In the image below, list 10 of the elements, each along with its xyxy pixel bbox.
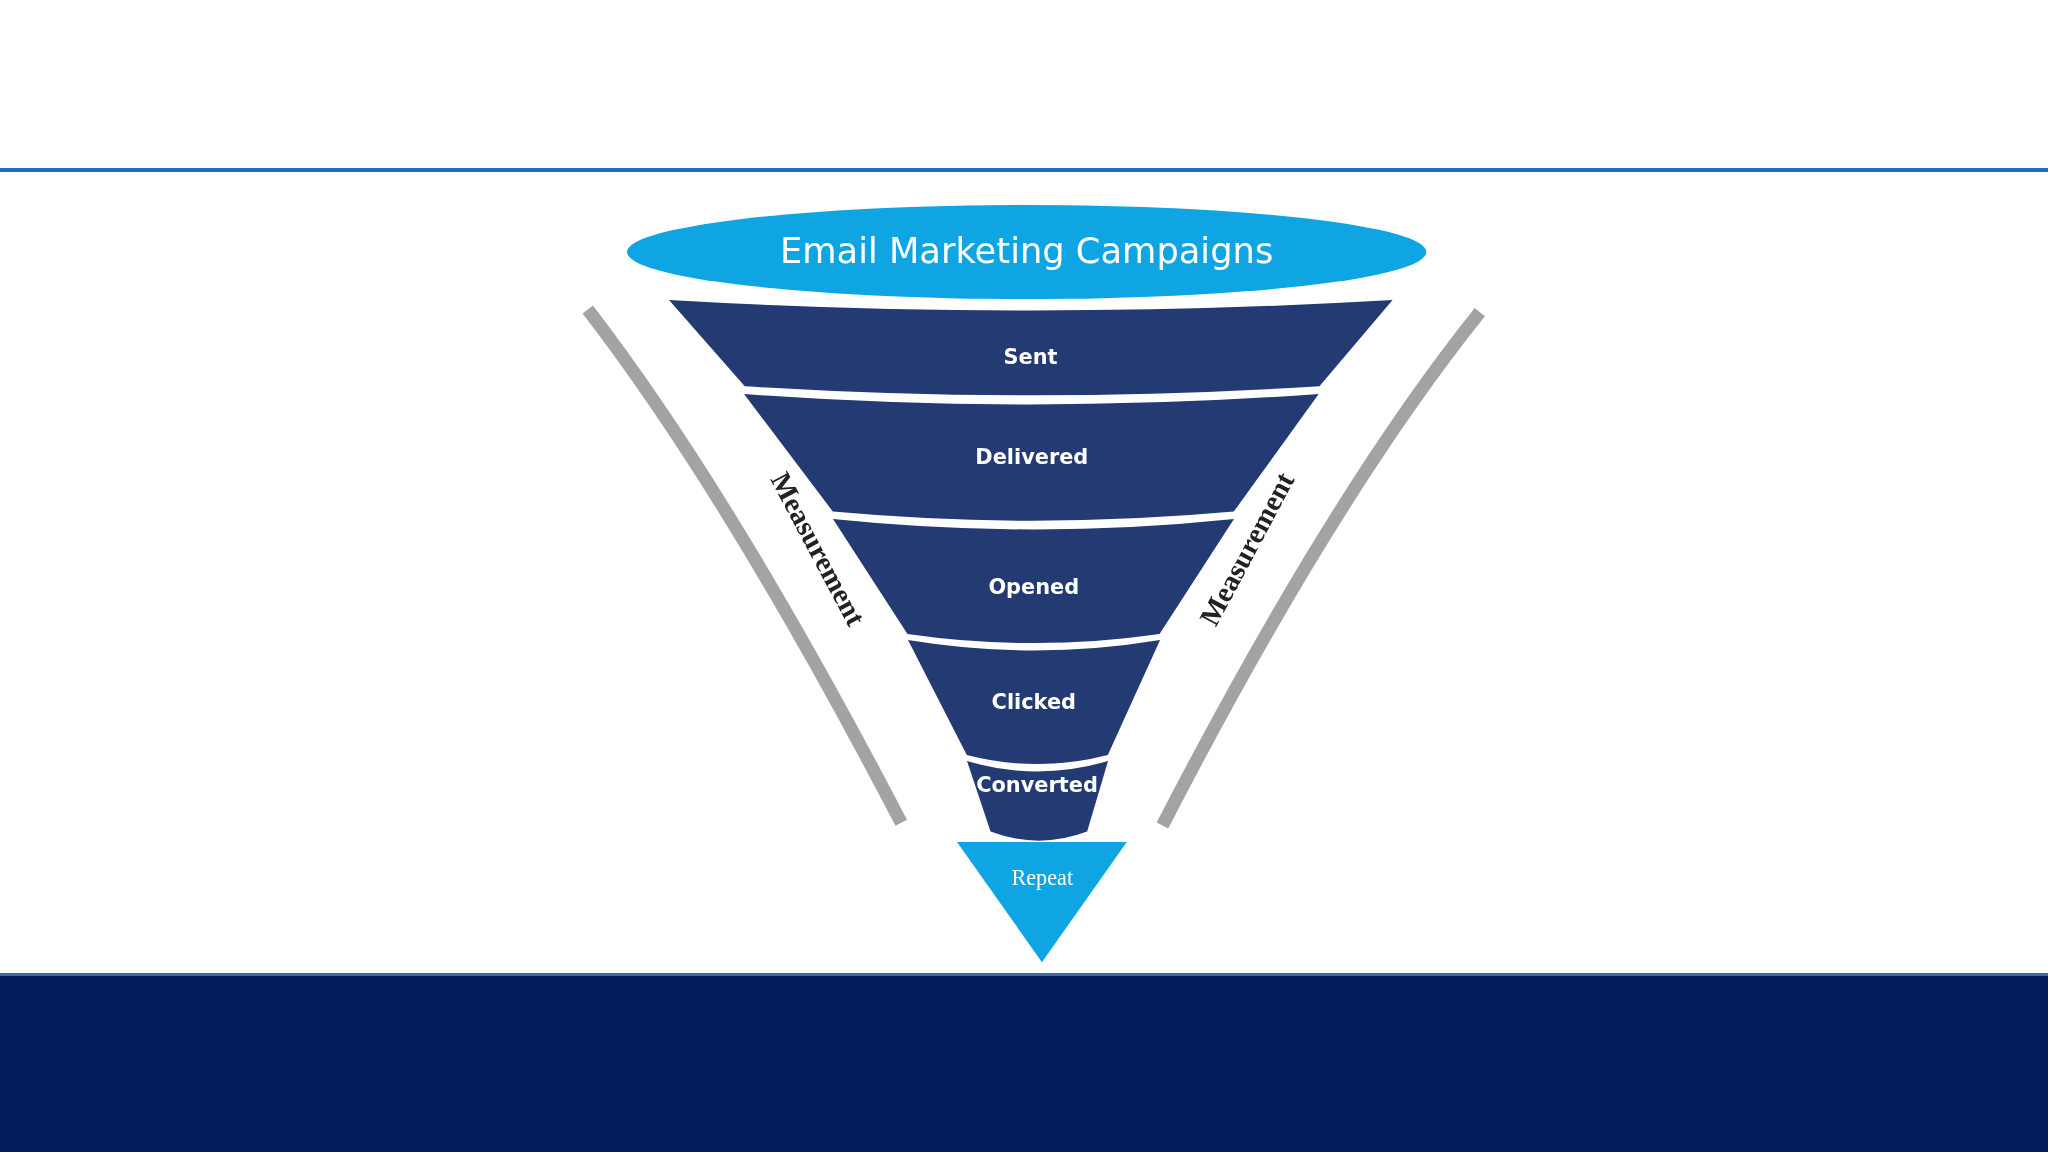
stage-label: Converted xyxy=(975,772,1099,797)
repeat-label: Repeat xyxy=(1010,864,1075,891)
funnel-band xyxy=(668,300,1393,398)
funnel-top-ellipse xyxy=(626,205,1427,300)
stage-label: Delivered xyxy=(974,445,1090,470)
funnel-band xyxy=(966,761,1108,843)
stage-label: Clicked xyxy=(990,689,1077,714)
repeat-triangle xyxy=(957,842,1128,963)
funnel-title: Email Marketing Campaigns xyxy=(778,230,1275,272)
stage-label: Sent xyxy=(1002,345,1059,370)
